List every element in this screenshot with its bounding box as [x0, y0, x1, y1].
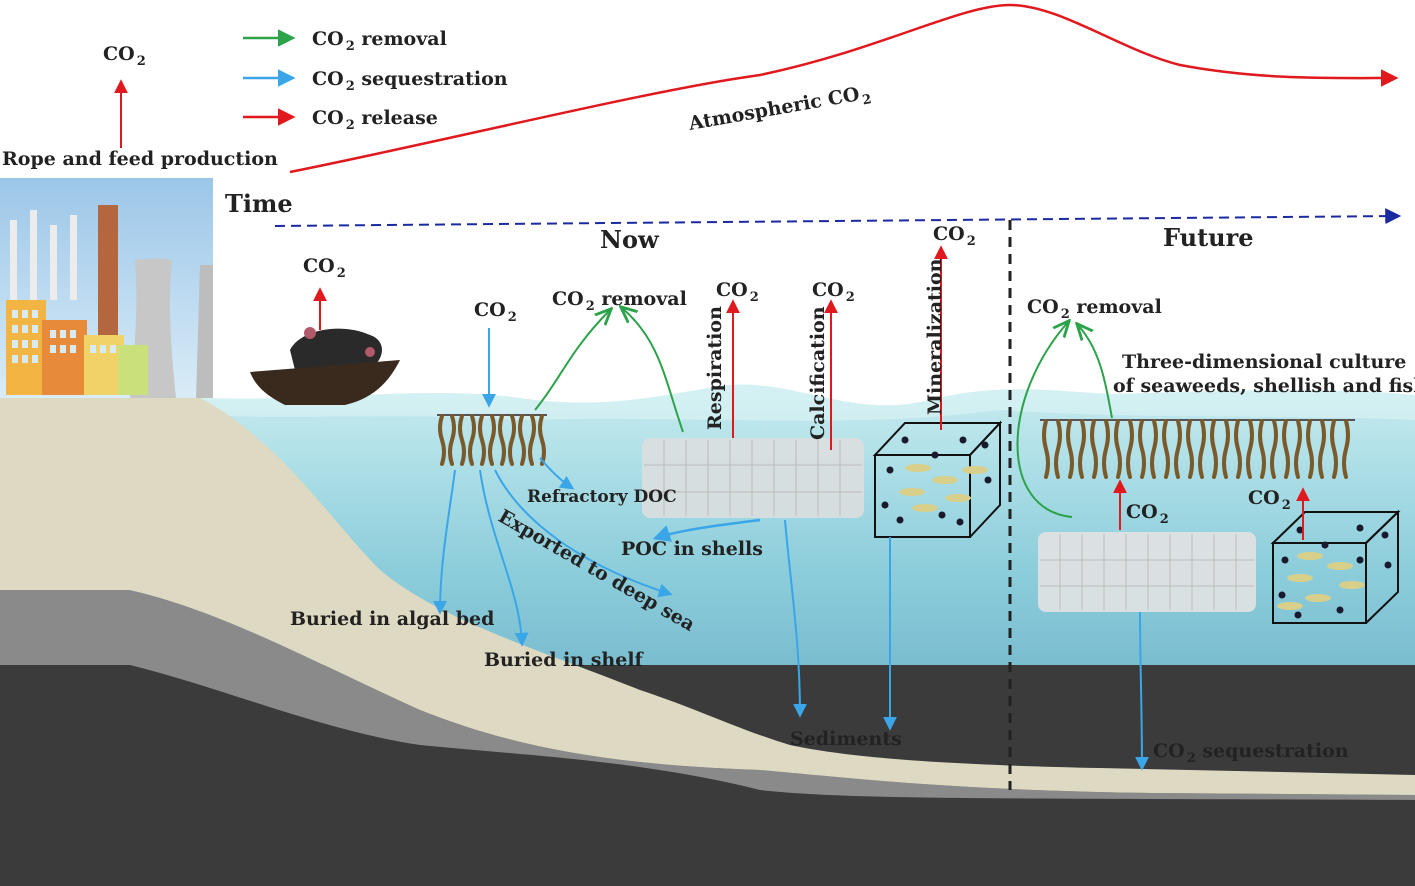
now-label: Now	[600, 225, 660, 254]
rope-feed-label: Rope and feed production	[2, 148, 278, 170]
kelp-raft-now	[437, 414, 547, 466]
poc-shell-arrow	[652, 518, 761, 542]
buried-algal-bed-label: Buried in algal bed	[290, 608, 494, 630]
kelp-raft-future	[1040, 419, 1355, 479]
kelp-removal-arrow	[534, 310, 610, 411]
buried-shelf-arrow	[479, 469, 529, 647]
shellfish-block-now	[642, 438, 864, 518]
atmospheric-co2-curve	[289, 3, 1399, 174]
shell-sediment-arrow	[784, 519, 807, 718]
atmospheric-co2-label: Atmospheric CO2	[686, 81, 873, 139]
culture-label-line1: Three-dimensional culture	[1122, 351, 1406, 373]
buried-shelf-label: Buried in shelf	[484, 649, 645, 671]
buried-algal-bed-arrow	[433, 469, 456, 615]
fish-cage-future	[1270, 509, 1401, 624]
time-axis-arrow	[274, 208, 1402, 227]
culture-label-line2: of seaweeds, shellish and fish	[1113, 375, 1415, 397]
future-sequestration-arrow	[1134, 611, 1149, 771]
factory-scene	[0, 178, 213, 398]
future-removal-arrow-right	[1078, 325, 1113, 419]
calcification-label: Calcification	[807, 306, 829, 440]
future-removal-arrow-left	[1016, 322, 1073, 518]
time-label: Time	[225, 189, 293, 218]
boat-with-catch	[250, 327, 400, 405]
shell-removal-arrow	[622, 308, 684, 433]
refractory-doc-label: Refractory DOC	[527, 487, 677, 507]
respiration-label: Respiration	[704, 306, 726, 430]
shellfish-block-future	[1038, 532, 1256, 612]
future-label: Future	[1163, 223, 1254, 252]
poc-shells-label: POC in shells	[621, 538, 763, 560]
mineralization-label: Mineralization	[924, 258, 946, 415]
sand-shelf	[0, 398, 1415, 795]
fish-cage-now	[872, 420, 1003, 538]
export-deep-sea-arrow	[494, 469, 673, 598]
rock-dark-bottom	[0, 665, 1415, 886]
sediments-label: Sediments	[790, 728, 902, 750]
refractory-doc-arrow	[539, 457, 575, 490]
